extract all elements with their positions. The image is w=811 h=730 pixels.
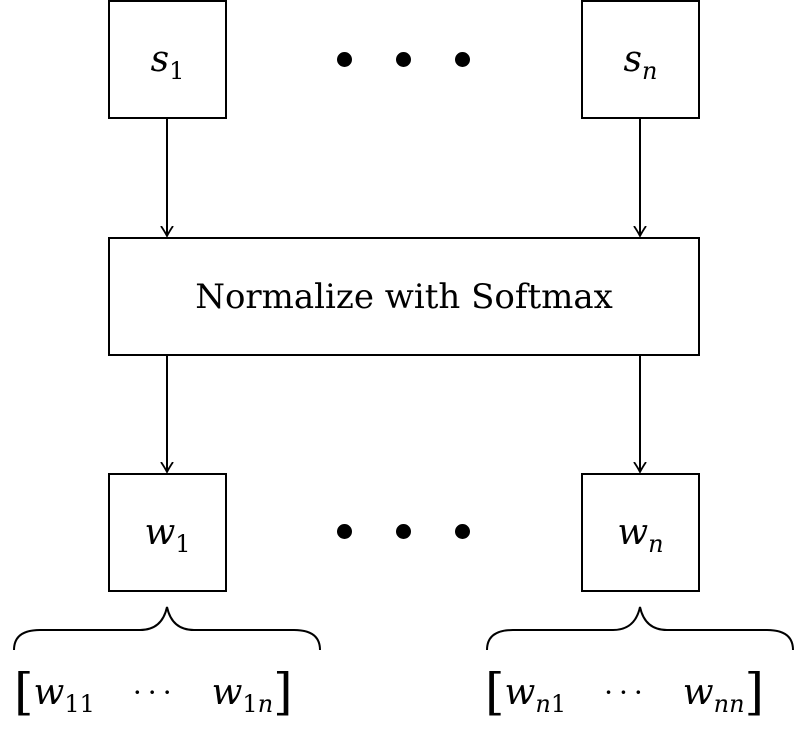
node-s1: s1: [108, 0, 227, 119]
node-wn: wn: [581, 473, 700, 592]
entry-w11: w11: [33, 671, 95, 718]
top-ellipsis: [337, 52, 470, 67]
entry-wnn: wnn: [682, 671, 745, 718]
dot: [396, 524, 411, 539]
brace-wn: [486, 606, 794, 651]
entry-wn1: wn1: [504, 671, 567, 718]
softmax-label: Normalize with Softmax: [195, 276, 613, 317]
node-sn-label: sn: [623, 38, 658, 85]
dot: [337, 524, 352, 539]
dot: [396, 52, 411, 67]
close-bracket: ]: [744, 663, 765, 721]
softmax-box: Normalize with Softmax: [108, 237, 700, 356]
vector-w1: [ w11 ··· w1n ]: [14, 662, 293, 722]
node-w1: w1: [108, 473, 227, 592]
dot: [337, 52, 352, 67]
dot: [455, 52, 470, 67]
node-s1-label: s1: [150, 38, 185, 85]
node-sn: sn: [581, 0, 700, 119]
node-wn-label: wn: [617, 511, 664, 558]
open-bracket: [: [14, 663, 34, 721]
entry-w1n: w1n: [211, 671, 274, 718]
brace-w1: [13, 606, 321, 651]
dot: [455, 524, 470, 539]
horizontal-ellipsis: ···: [604, 675, 649, 709]
close-bracket: ]: [273, 663, 293, 721]
vector-wn: [ wn1 ··· wnn ]: [485, 662, 764, 722]
horizontal-ellipsis: ···: [132, 675, 178, 709]
node-w1-label: w1: [144, 511, 191, 558]
open-bracket: [: [485, 663, 505, 721]
bottom-ellipsis: [337, 524, 470, 539]
